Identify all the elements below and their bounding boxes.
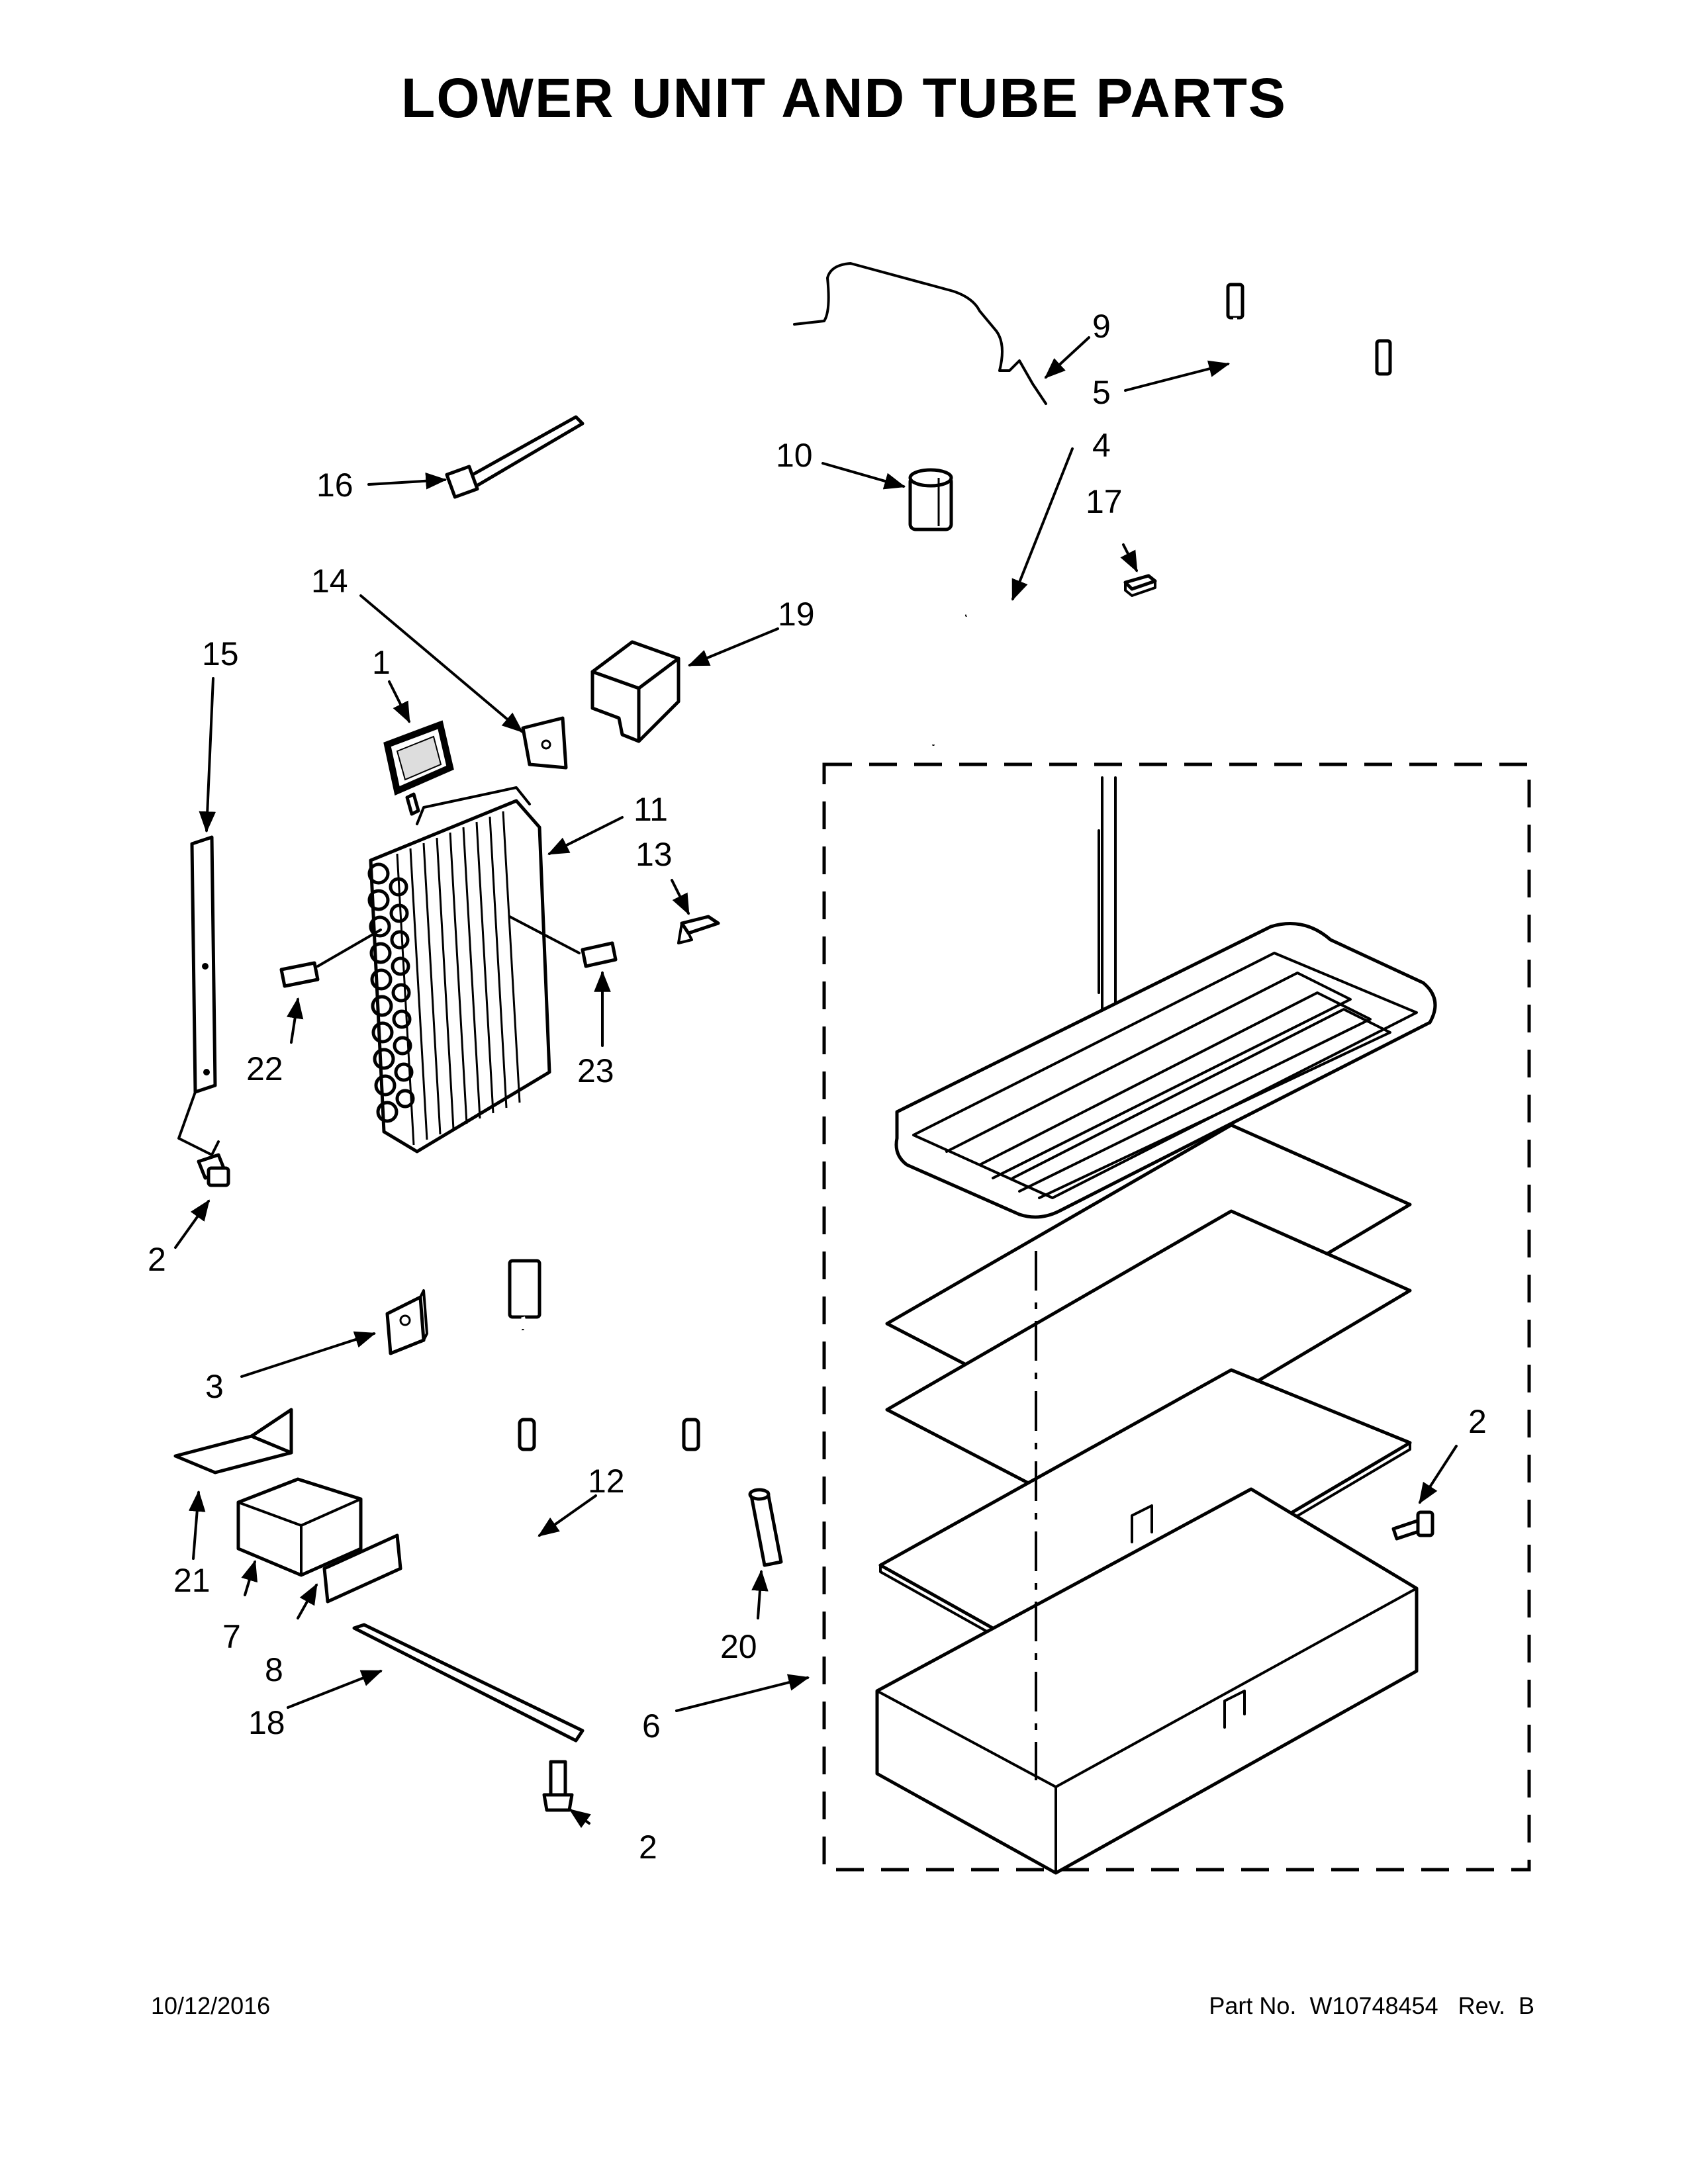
callout-11: 11 bbox=[633, 791, 668, 828]
pad-part-1 bbox=[383, 720, 454, 796]
callout-12: 12 bbox=[588, 1463, 625, 1500]
pin-part-20 bbox=[748, 1488, 783, 1567]
plate-part-21 bbox=[173, 1408, 293, 1475]
callout-1: 1 bbox=[372, 644, 391, 681]
strip-part-18 bbox=[352, 1623, 585, 1743]
callout-10: 10 bbox=[776, 437, 813, 474]
plate-part-14 bbox=[521, 716, 568, 770]
pad-part-22 bbox=[279, 961, 320, 988]
callout-7: 7 bbox=[222, 1618, 241, 1655]
screw-part-2-bottom bbox=[542, 1760, 574, 1812]
callout-9: 9 bbox=[1092, 308, 1111, 345]
leader-stubs bbox=[316, 915, 581, 968]
callout-8: 8 bbox=[265, 1651, 283, 1688]
part-number-value: W10748454 bbox=[1309, 1992, 1438, 2019]
cable-tie-part-16 bbox=[445, 415, 585, 499]
callout-13: 13 bbox=[635, 836, 673, 873]
evaporator-coil-part-11 bbox=[367, 786, 551, 1154]
callout-3: 3 bbox=[205, 1368, 224, 1405]
pad-part-23 bbox=[581, 941, 618, 968]
cylinder-part-10 bbox=[908, 468, 953, 531]
drain-pan-with-heater bbox=[894, 776, 1437, 1219]
revision-value: B bbox=[1518, 1992, 1534, 2019]
callout-numbers: 1 2 2 2 3 4 5 6 7 8 9 10 11 12 13 14 15 … bbox=[148, 308, 1487, 1866]
callout-16: 16 bbox=[316, 467, 353, 504]
box-part-7 bbox=[236, 1477, 363, 1577]
insulation-sheet-middle bbox=[885, 1209, 1412, 1501]
callout-14: 14 bbox=[311, 563, 348, 600]
screw-part-2-right bbox=[1391, 1510, 1434, 1541]
callout-17: 17 bbox=[1086, 483, 1123, 520]
bracket-part-3 bbox=[385, 1289, 428, 1355]
callout-21: 21 bbox=[173, 1562, 211, 1599]
leader-lines bbox=[174, 336, 1458, 1829]
callout-2-bottom: 2 bbox=[639, 1829, 657, 1866]
panel-part-8 bbox=[322, 1533, 402, 1604]
callout-20: 20 bbox=[720, 1628, 757, 1665]
assembly-dashed-outline bbox=[822, 762, 1531, 1872]
callout-2-right: 2 bbox=[1468, 1403, 1487, 1440]
callout-19: 19 bbox=[778, 596, 815, 633]
callout-6: 6 bbox=[642, 1707, 661, 1745]
clip-part-17 bbox=[1123, 574, 1157, 597]
screw-part-2-left bbox=[197, 1153, 230, 1187]
clip-part-13 bbox=[677, 915, 720, 944]
callout-5: 5 bbox=[1092, 374, 1111, 411]
revision-label: Rev. bbox=[1458, 1992, 1505, 2019]
footer-part-number: Part No. W10748454 Rev. B bbox=[1209, 1992, 1534, 2020]
callout-22: 22 bbox=[246, 1050, 283, 1087]
callout-18: 18 bbox=[248, 1704, 285, 1741]
tube-part-9 bbox=[793, 262, 1047, 405]
callout-15: 15 bbox=[202, 635, 239, 672]
part-number-label: Part No. bbox=[1209, 1992, 1297, 2019]
tube-part-5 bbox=[1226, 283, 1392, 445]
page-title: LOWER UNIT AND TUBE PARTS bbox=[401, 67, 1287, 129]
callout-2-left: 2 bbox=[148, 1241, 166, 1278]
strap-part-15 bbox=[177, 835, 220, 1156]
wire-harness-part-12 bbox=[508, 1259, 700, 1672]
bracket-part-19 bbox=[590, 640, 680, 743]
tube-part-4 bbox=[865, 608, 1019, 746]
callout-4: 4 bbox=[1092, 427, 1111, 464]
callout-23: 23 bbox=[577, 1052, 614, 1089]
footer-date: 10/12/2016 bbox=[151, 1992, 271, 2019]
base-tray bbox=[875, 1487, 1419, 1875]
